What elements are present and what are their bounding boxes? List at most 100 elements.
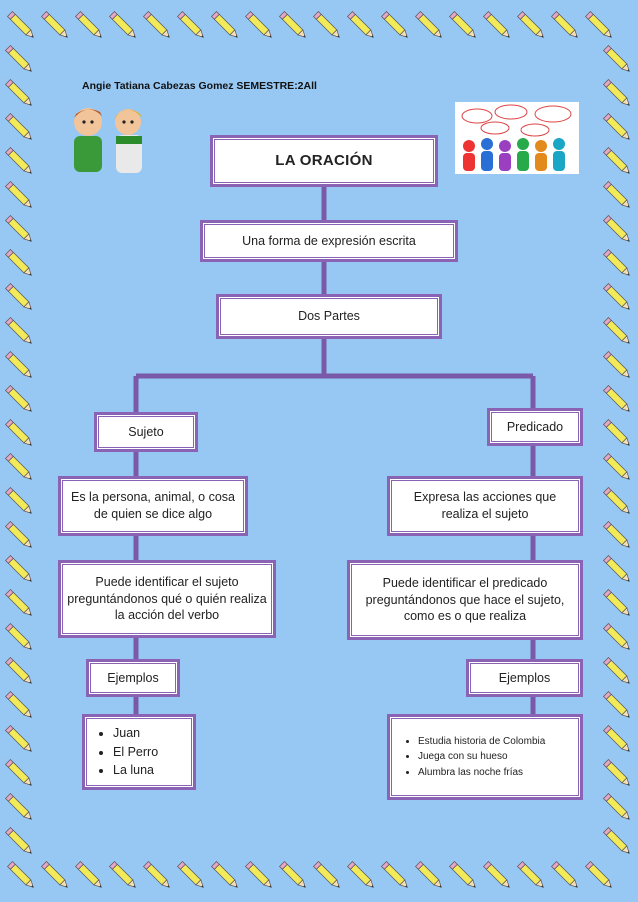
pencil-icon (41, 861, 68, 888)
pencil-icon (41, 11, 68, 38)
pencil-icon (603, 419, 630, 446)
pencil-icon (5, 691, 32, 718)
pencil-icon (381, 861, 408, 888)
pencil-icon (551, 11, 578, 38)
pencil-icon (5, 419, 32, 446)
pencil-icon (7, 861, 34, 888)
predicado-description: Expresa las acciones que realiza el suje… (413, 490, 557, 521)
pencil-icon (279, 11, 306, 38)
pencil-icon (603, 793, 630, 820)
pencil-icon (603, 725, 630, 752)
pencil-icon (603, 521, 630, 548)
title-box: LA ORACIÓN (210, 135, 438, 187)
sujeto-box: Sujeto (94, 412, 198, 452)
pencil-icon (603, 487, 630, 514)
pencil-icon (7, 11, 34, 38)
pencil-icon (603, 79, 630, 106)
pencil-icon (5, 385, 32, 412)
pencil-icon (177, 861, 204, 888)
pencil-icon (415, 11, 442, 38)
pencil-icon (5, 181, 32, 208)
pencil-icon (585, 861, 612, 888)
pencil-icon (347, 861, 374, 888)
predicado-examples-label: Ejemplos (498, 670, 551, 685)
pencil-icon (603, 657, 630, 684)
pencil-icon (603, 113, 630, 140)
pencil-icon (313, 861, 340, 888)
parts-box: Dos Partes (216, 294, 442, 339)
pencil-icon (5, 759, 32, 786)
pencil-icon (5, 317, 32, 344)
list-item: Estudia historia de Colombia (418, 735, 545, 749)
sujeto-description-box: Es la persona, animal, o cosa de quien s… (58, 476, 248, 536)
pencil-icon (603, 215, 630, 242)
pencil-icon (415, 861, 442, 888)
kids-talking-illustration (74, 108, 142, 173)
list-item: Alumbra las noche frías (418, 766, 545, 780)
pencil-icon (551, 861, 578, 888)
sujeto-identify: Puede identificar el sujeto preguntándon… (67, 574, 267, 623)
pencil-icon (109, 861, 136, 888)
pencil-icon (245, 11, 272, 38)
predicado-identify-box: Puede identificar el predicado preguntán… (347, 560, 583, 640)
pencil-icon (603, 317, 630, 344)
list-item: Juega con su hueso (418, 750, 545, 764)
pencil-icon (449, 11, 476, 38)
sujeto-description: Es la persona, animal, o cosa de quien s… (71, 490, 235, 521)
pencil-icon (5, 283, 32, 310)
pencil-icon (211, 11, 238, 38)
list-item: La luna (113, 762, 158, 779)
pencil-icon (279, 861, 306, 888)
pencil-icon (245, 861, 272, 888)
pencil-icon (177, 11, 204, 38)
pencil-icon (5, 555, 32, 582)
predicado-description-box: Expresa las acciones que realiza el suje… (387, 476, 583, 536)
pencil-icon (603, 385, 630, 412)
pencil-icon (5, 589, 32, 616)
pencil-icon (5, 351, 32, 378)
pencil-icon (313, 11, 340, 38)
pencil-icon (5, 725, 32, 752)
predicado-examples-list: Estudia historia de Colombia Juega con s… (396, 733, 545, 782)
pencil-icon (5, 623, 32, 650)
parts-text: Dos Partes (298, 309, 360, 324)
pencil-icon (109, 11, 136, 38)
sujeto-label: Sujeto (128, 424, 164, 439)
pencil-icon (603, 555, 630, 582)
pencil-icon (603, 181, 630, 208)
pencil-icon (483, 861, 510, 888)
pencil-icon (75, 861, 102, 888)
predicado-examples-box: Estudia historia de Colombia Juega con s… (387, 714, 583, 800)
people-speech-bubbles-illustration (455, 102, 579, 174)
predicado-examples-label-box: Ejemplos (466, 659, 583, 697)
pencil-icon (603, 759, 630, 786)
pencil-icon (603, 147, 630, 174)
list-item: Juan (113, 725, 158, 742)
predicado-label: Predicado (506, 419, 564, 434)
pencil-icon (603, 283, 630, 310)
sujeto-examples-label: Ejemplos (107, 670, 159, 685)
pencil-icon (603, 453, 630, 480)
definition-text: Una forma de expresión escrita (242, 233, 416, 248)
sujeto-examples-box: Juan El Perro La luna (82, 714, 196, 790)
pencil-icon (603, 351, 630, 378)
pencil-icon (517, 861, 544, 888)
page-title: LA ORACIÓN (275, 151, 373, 169)
pencil-icon (75, 11, 102, 38)
pencil-icon (5, 249, 32, 276)
pencil-icon (5, 827, 32, 854)
list-item: El Perro (113, 744, 158, 761)
pencil-icon (381, 11, 408, 38)
sujeto-examples-list: Juan El Perro La luna (91, 723, 158, 782)
pencil-icon (5, 487, 32, 514)
pencil-icon (585, 11, 612, 38)
pencil-icon (5, 793, 32, 820)
sujeto-identify-box: Puede identificar el sujeto preguntándon… (58, 560, 276, 638)
pencil-icon (603, 827, 630, 854)
pencil-icon (603, 589, 630, 616)
pencil-icon (603, 45, 630, 72)
pencil-icon (603, 623, 630, 650)
pencil-icon (143, 861, 170, 888)
pencil-icon (5, 453, 32, 480)
